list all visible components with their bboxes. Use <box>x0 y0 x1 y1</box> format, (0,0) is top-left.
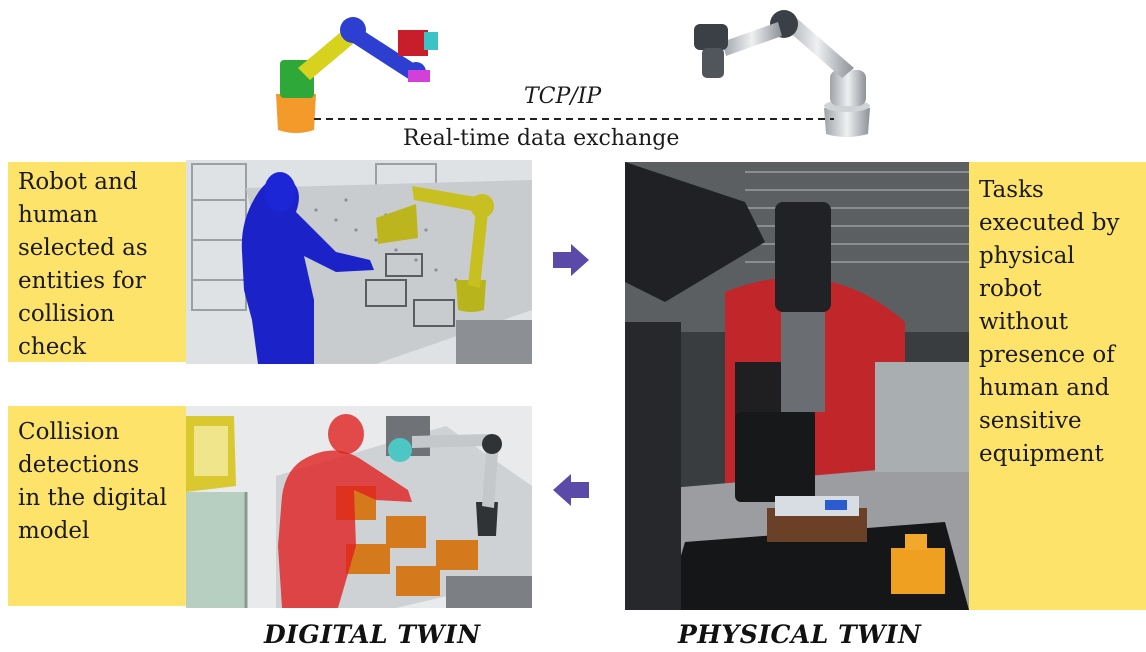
physical-twin-caption: PHYSICAL TWIN <box>678 620 922 649</box>
digital-twin-caption: DIGITAL TWIN <box>264 620 481 649</box>
physical-task-note: Tasks executed by physical robot without… <box>969 162 1146 610</box>
physical-robot-photo <box>694 10 870 137</box>
exchange-label: Real-time data exchange <box>403 126 680 151</box>
digital-collision-note: Collision detections in the digital mode… <box>8 406 186 606</box>
digital-robot-model-illustration <box>276 17 438 133</box>
protocol-label: TCP/IP <box>524 84 602 109</box>
digital-selection-scene <box>186 160 532 364</box>
arrow-to-physical <box>553 244 589 276</box>
arrow-to-digital <box>553 474 589 506</box>
connection-line <box>314 118 834 120</box>
physical-twin-photo <box>625 162 969 610</box>
digital-selection-note: Robot and human selected as entities for… <box>8 162 186 362</box>
digital-collision-scene <box>186 406 532 608</box>
